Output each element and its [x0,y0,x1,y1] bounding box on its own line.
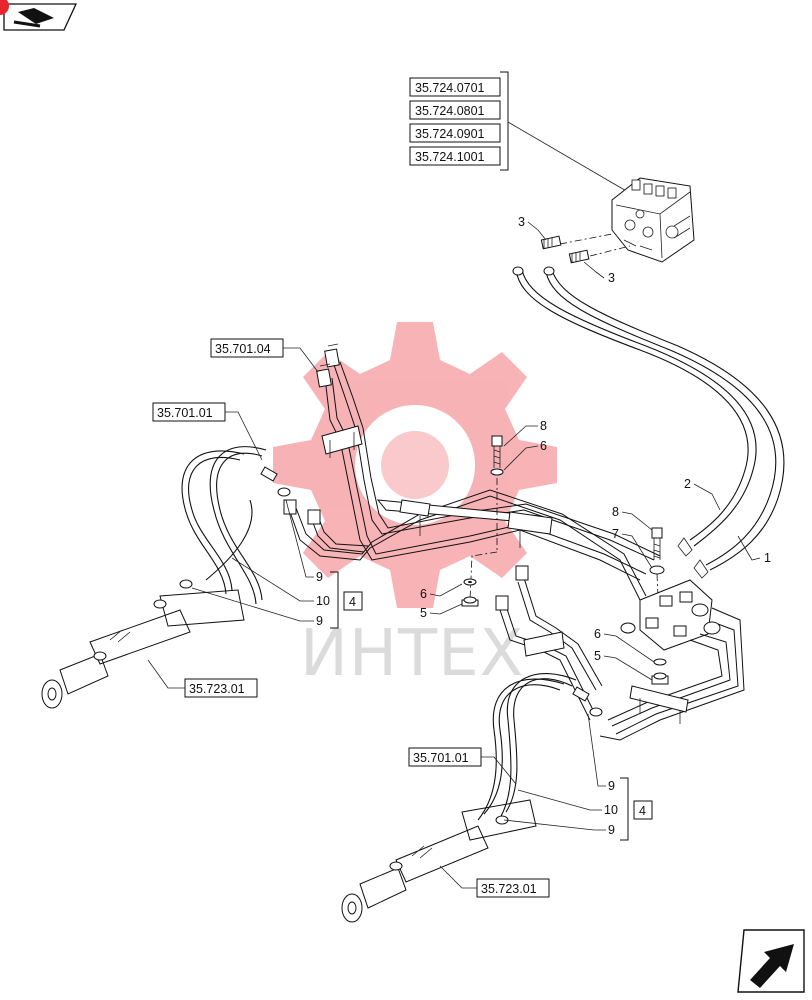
distributor-block [599,579,745,741]
washer-6-right [653,658,667,666]
callout-10-upper[interactable]: 10 [316,594,330,608]
ref-valve-0801[interactable]: 35.724.0801 [415,104,485,118]
corner-tab-icon[interactable] [0,0,78,31]
callout-2[interactable]: 2 [684,477,691,491]
kit-box-upper [343,591,363,611]
nut-5-right [651,672,669,685]
kit-box-lower [633,800,653,820]
callout-3-upper[interactable]: 3 [518,215,525,229]
callout-5-right[interactable]: 5 [594,649,601,663]
ref-lower-cylinder[interactable]: 35.723.01 [481,882,537,896]
washer-6-left [463,578,477,586]
callout-6-center[interactable]: 6 [540,439,547,453]
callout-8-right[interactable]: 8 [612,505,619,519]
fitting-3-upper [540,235,562,250]
callout-10-lower[interactable]: 10 [604,803,618,817]
page-arrow-icon[interactable] [737,929,805,993]
lower-cylinder-hoses [477,673,603,825]
callout-1[interactable]: 1 [764,551,771,565]
left-cylinder [41,589,245,709]
control-valve [611,177,695,263]
callout-6-right[interactable]: 6 [594,627,601,641]
callout-9-upper-a[interactable]: 9 [316,570,323,584]
fitting-3-lower [568,249,590,264]
callout-6-left[interactable]: 6 [420,587,427,601]
bolt-8-center [490,435,504,476]
ref-upper-fittings[interactable]: 35.701.04 [215,342,271,356]
bolt-8-right [649,527,665,575]
valve-reference-boxes: 35.724.0701 35.724.0801 35.724.0901 35.7… [409,71,629,193]
left-tube-set [283,489,647,601]
callout-7[interactable]: 7 [612,527,619,541]
callout-9-lower-a[interactable]: 9 [608,779,615,793]
kit-4-upper[interactable]: 4 [349,595,356,609]
nut-5-left [461,596,479,607]
callout-9-upper-b[interactable]: 9 [316,614,323,628]
callout-5-left[interactable]: 5 [420,606,427,620]
callout-8-center[interactable]: 8 [540,419,547,433]
hose-long-pair [512,266,785,579]
ref-valve-0901[interactable]: 35.724.0901 [415,127,485,141]
lower-cylinder [341,799,537,923]
ref-valve-1001[interactable]: 35.724.1001 [415,150,485,164]
left-cylinder-hoses [179,446,291,605]
watermark-gear [273,322,557,608]
ref-lower-cylinder-fittings[interactable]: 35.701.01 [413,751,469,765]
kit-4-lower[interactable]: 4 [639,804,646,818]
lower-tube-set [495,565,603,721]
callout-9-lower-b[interactable]: 9 [608,823,615,837]
callout-3-lower[interactable]: 3 [608,271,615,285]
ref-left-cylinder[interactable]: 35.723.01 [189,682,245,696]
watermark-text: ИНТЕХ [300,617,524,691]
ref-left-cylinder-fittings[interactable]: 35.701.01 [157,406,213,420]
ref-valve-0701[interactable]: 35.724.0701 [415,81,485,95]
